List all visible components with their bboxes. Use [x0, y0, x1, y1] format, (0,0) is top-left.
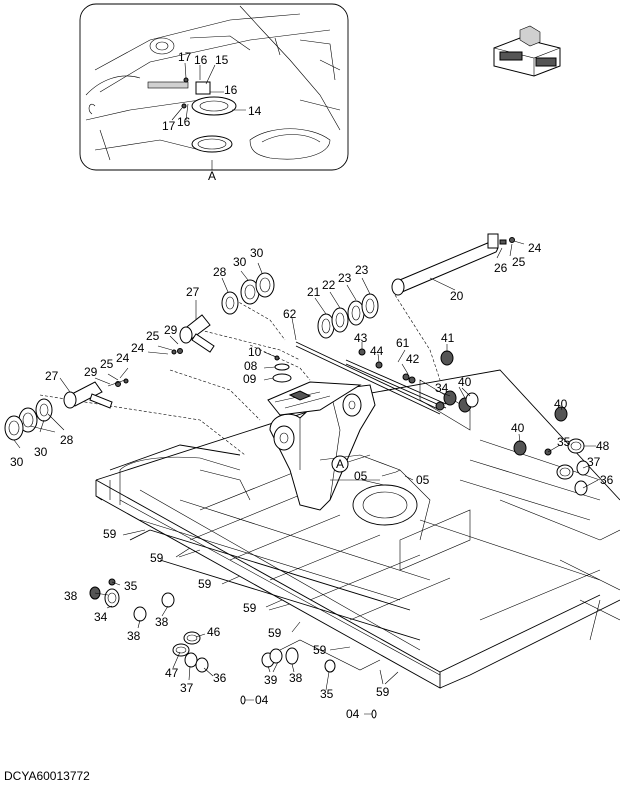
detail-callout-16b: 16: [224, 83, 238, 97]
callout-38b: 38: [127, 629, 141, 643]
callout-59a: 59: [103, 527, 117, 541]
callout-38a: 38: [64, 589, 78, 603]
callout-28b: 28: [60, 433, 74, 447]
callout-38d: 38: [289, 671, 303, 685]
callout-28a: 28: [213, 265, 227, 279]
callout-48: 48: [596, 439, 610, 453]
callout-05a: 05: [354, 469, 368, 483]
callout-37a: 37: [587, 455, 601, 469]
callout-25c: 25: [100, 357, 114, 371]
leader-lines: [13, 240, 599, 715]
callout-46: 46: [207, 625, 221, 639]
callout-40b: 40: [511, 421, 525, 435]
callout-22: 22: [322, 278, 336, 292]
callout-61: 61: [396, 336, 410, 350]
callout-10: 10: [248, 345, 262, 359]
document-code: DCYA60013772: [4, 769, 90, 783]
callout-35a: 35: [557, 435, 571, 449]
callout-34a: 34: [435, 381, 449, 395]
detail-callout-17b: 17: [162, 119, 176, 133]
callout-37b: 37: [180, 681, 194, 695]
callout-30a: 30: [233, 255, 247, 269]
callout-30d: 30: [10, 455, 24, 469]
callout-47: 47: [165, 666, 179, 680]
callout-40c: 40: [554, 397, 568, 411]
callout-36a: 36: [600, 473, 614, 487]
callout-26: 26: [494, 261, 508, 275]
main-frame: [39, 294, 620, 689]
callout-59e: 59: [268, 626, 282, 640]
callout-59d: 59: [243, 601, 257, 615]
callout-35b: 35: [124, 579, 138, 593]
callout-62: 62: [283, 307, 297, 321]
callout-41: 41: [441, 331, 455, 345]
callout-23a: 23: [338, 271, 352, 285]
callout-42: 42: [406, 352, 420, 366]
callout-40a: 40: [458, 375, 472, 389]
callout-38c: 38: [155, 615, 169, 629]
callout-24b: 24: [131, 341, 145, 355]
callout-30b: 30: [250, 246, 264, 260]
callout-04b: 04: [346, 707, 360, 721]
callout-05b: 05: [416, 473, 430, 487]
callout-30c: 30: [34, 445, 48, 459]
callout-35c: 35: [320, 687, 334, 701]
callout-27a: 27: [186, 285, 200, 299]
callout-59b: 59: [150, 551, 164, 565]
callout-59f: 59: [313, 643, 327, 657]
callout-27b: 27: [45, 369, 59, 383]
callout-23b: 23: [355, 263, 369, 277]
callout-24a: 24: [528, 241, 542, 255]
callout-59c: 59: [198, 577, 212, 591]
callout-43: 43: [354, 331, 368, 345]
callout-24c: 24: [116, 351, 130, 365]
parts: [4, 233, 590, 719]
detail-view-a: 17 16 15 16 16 17 14 A: [79, 3, 349, 183]
detail-callout-15: 15: [215, 53, 229, 67]
callout-labels: 20 21 22 23 23 24 25 26 27 28 30 30 29 2…: [10, 241, 614, 721]
callout-04a: 04: [255, 693, 269, 707]
detail-view-label: A: [208, 169, 216, 183]
callout-34b: 34: [94, 610, 108, 624]
callout-39: 39: [264, 673, 278, 687]
callout-21: 21: [307, 285, 321, 299]
callout-25b: 25: [146, 329, 160, 343]
callout-08: 08: [244, 359, 258, 373]
detail-callout-16a: 16: [194, 53, 208, 67]
callout-20: 20: [450, 289, 464, 303]
callout-36b: 36: [213, 671, 227, 685]
machine-orientation-icon: [493, 25, 561, 77]
callout-29a: 29: [164, 323, 178, 337]
callout-44: 44: [370, 344, 384, 358]
detail-callout-14: 14: [248, 104, 262, 118]
detail-callout-16c: 16: [177, 115, 191, 129]
detail-callout-17a: 17: [178, 50, 192, 64]
callout-09: 09: [243, 372, 257, 386]
callout-detail-a: A: [336, 457, 344, 471]
callout-25a: 25: [512, 255, 526, 269]
callout-29b: 29: [84, 365, 98, 379]
callout-59g: 59: [376, 685, 390, 699]
